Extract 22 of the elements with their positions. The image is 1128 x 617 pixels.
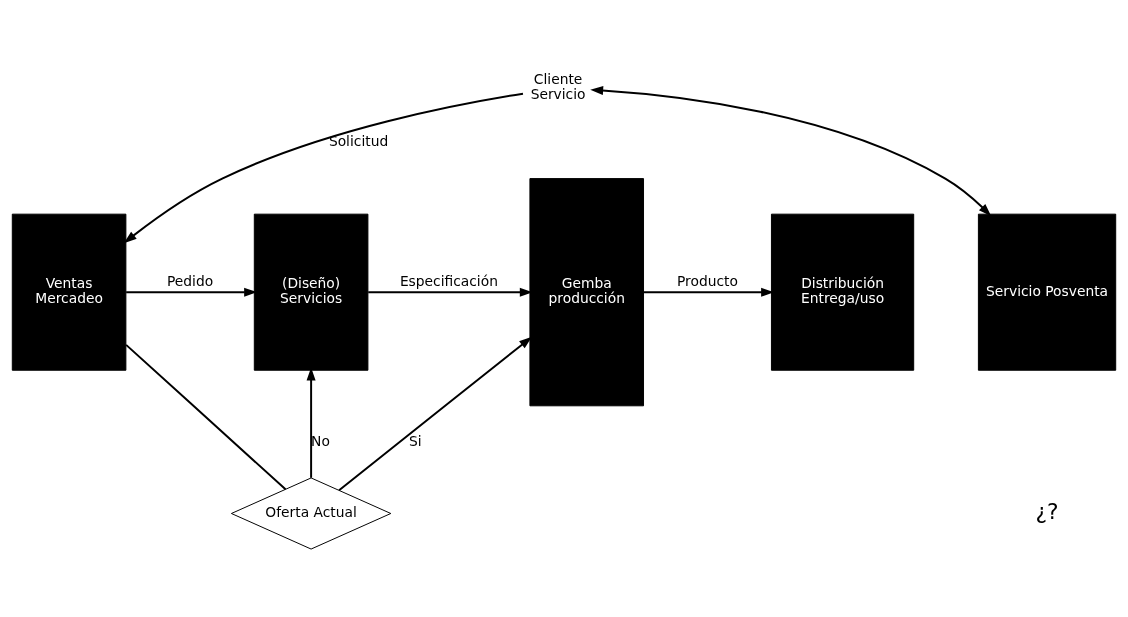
node-box: (Diseño) Servicios — [253, 213, 369, 371]
label: ¿? — [1035, 498, 1059, 524]
edge-label: Si — [409, 432, 422, 449]
node-box: Ventas Mercadeo — [11, 213, 127, 371]
arrow — [367, 287, 533, 297]
edge-label: Solicitud — [328, 132, 389, 149]
arrow — [306, 367, 316, 479]
node-diamond: Oferta Actual — [230, 476, 392, 550]
node-text: Cliente Servicio — [530, 70, 586, 102]
edge-label: Pedido — [167, 271, 214, 288]
edge-label: Especificación — [399, 271, 498, 288]
arrow — [123, 92, 524, 243]
arrow — [642, 287, 774, 297]
edge-label: Producto — [677, 271, 738, 288]
node-box: Gemba producción — [529, 177, 644, 406]
edge-label: No — [311, 432, 330, 449]
arrow — [338, 336, 532, 491]
arrow — [125, 287, 257, 297]
arrow — [590, 85, 992, 216]
node-box: Distribución Entrega/uso — [770, 213, 915, 371]
node-box: Servicio Posventa — [977, 213, 1117, 371]
connector — [125, 343, 287, 490]
